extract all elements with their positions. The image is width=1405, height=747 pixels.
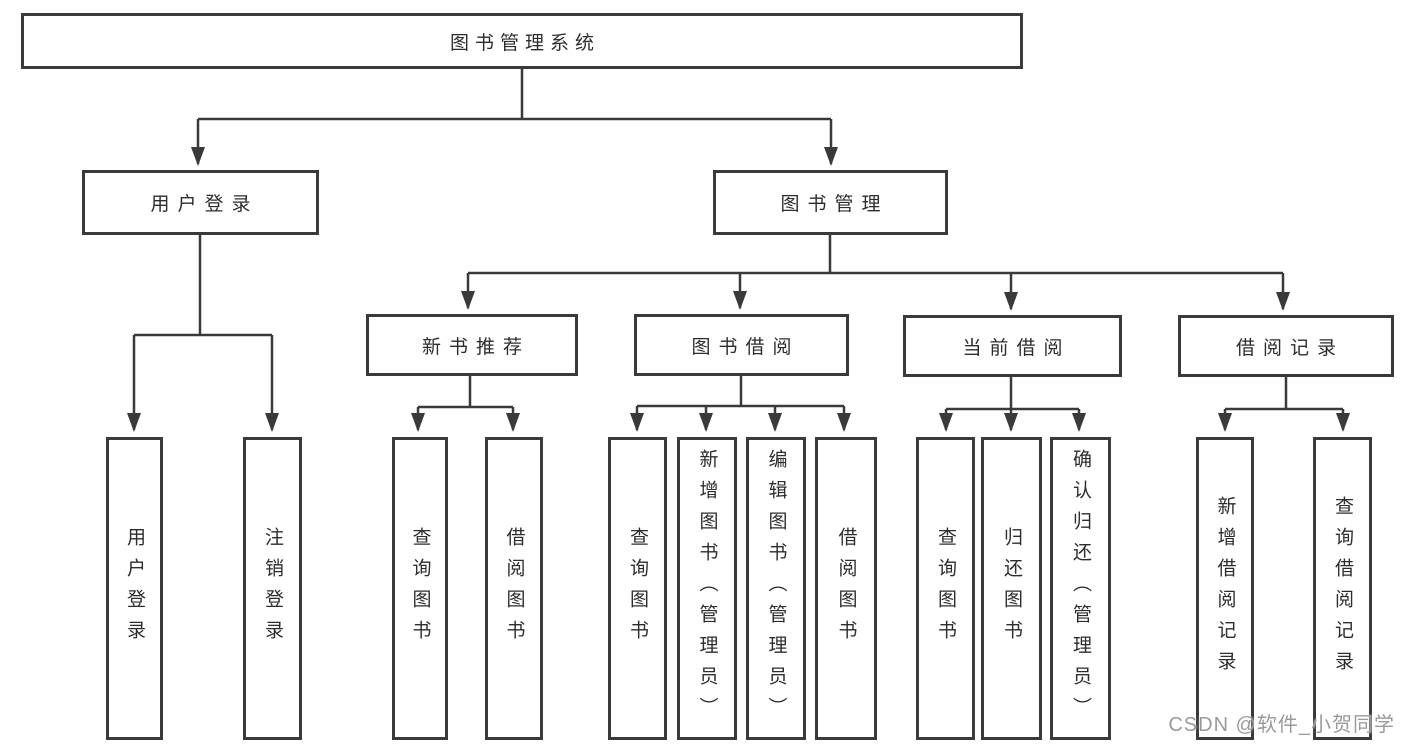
leaf-return-books-label: 归还图书 bbox=[1001, 526, 1022, 651]
csdn-watermark: CSDN @软件_小贺同学 bbox=[1168, 714, 1395, 736]
leaf-search-books-borrow: 查询图书 bbox=[608, 437, 667, 740]
leaf-user-login: 用户登录 bbox=[106, 437, 163, 740]
leaf-logout: 注销登录 bbox=[243, 437, 302, 740]
leaf-borrow-books-recommend-label: 借阅图书 bbox=[503, 526, 525, 651]
node-borrow-records: 借阅记录 bbox=[1178, 315, 1394, 377]
leaf-edit-books-admin-label: 编辑图书（管理员） bbox=[765, 449, 787, 728]
leaf-search-borrow-record-label: 查询借阅记录 bbox=[1332, 495, 1353, 682]
leaf-search-borrow-record: 查询借阅记录 bbox=[1313, 437, 1372, 740]
leaf-confirm-return-admin-label: 确认归还（管理员） bbox=[1070, 449, 1091, 728]
leaf-borrow-books-label: 借阅图书 bbox=[835, 526, 857, 651]
leaf-borrow-books: 借阅图书 bbox=[815, 437, 877, 740]
leaf-search-books-current-label: 查询图书 bbox=[935, 526, 956, 651]
leaf-add-books-admin-label: 新增图书（管理员） bbox=[696, 449, 718, 728]
leaf-logout-label: 注销登录 bbox=[262, 526, 283, 651]
leaf-add-borrow-record: 新增借阅记录 bbox=[1196, 437, 1254, 740]
leaf-search-books-borrow-label: 查询图书 bbox=[627, 526, 648, 651]
node-book-borrow: 图书借阅 bbox=[634, 314, 849, 376]
node-root-library-management-system: 图书管理系统 bbox=[21, 13, 1023, 69]
leaf-add-books-admin: 新增图书（管理员） bbox=[677, 437, 737, 740]
leaf-return-books: 归还图书 bbox=[981, 437, 1042, 740]
leaf-user-login-label: 用户登录 bbox=[124, 526, 145, 651]
leaf-borrow-books-recommend: 借阅图书 bbox=[485, 437, 543, 740]
leaf-search-books-recommend: 查询图书 bbox=[392, 437, 448, 740]
leaf-search-books-current: 查询图书 bbox=[916, 437, 975, 740]
leaf-confirm-return-admin: 确认归还（管理员） bbox=[1050, 437, 1111, 740]
leaf-add-borrow-record-label: 新增借阅记录 bbox=[1214, 495, 1236, 682]
leaf-edit-books-admin: 编辑图书（管理员） bbox=[746, 437, 806, 740]
node-user-login: 用户登录 bbox=[82, 170, 319, 235]
node-current-borrow: 当前借阅 bbox=[903, 315, 1122, 377]
node-new-book-recommend: 新书推荐 bbox=[366, 314, 578, 376]
node-book-management: 图书管理 bbox=[713, 170, 948, 235]
leaf-search-books-recommend-label: 查询图书 bbox=[409, 526, 431, 651]
